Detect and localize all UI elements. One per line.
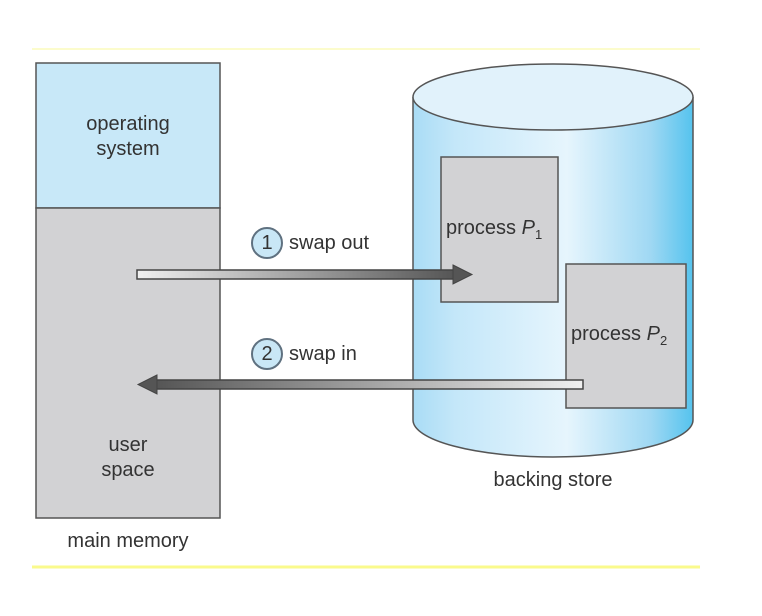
process-p2-text: process [571, 323, 642, 345]
os-label-line1: operating [86, 113, 170, 135]
os-label: operating system [36, 112, 220, 162]
process-p1-text: process [446, 217, 517, 239]
step-2-label: swap in [289, 342, 357, 365]
process-p2-subscript: 2 [659, 333, 668, 348]
backing-store-caption: backing store [493, 469, 613, 491]
step-swap-out: 1 swap out [251, 227, 369, 259]
cylinder-top [412, 63, 694, 131]
user-space-line1: user [108, 434, 148, 456]
step-1-circle: 1 [251, 227, 283, 259]
process-p2-name: P [646, 323, 660, 345]
process-p2-label: process P2 [571, 323, 667, 348]
swap-out-arrow [136, 264, 474, 285]
step-2-circle: 2 [251, 338, 283, 370]
user-space-line2: space [101, 459, 155, 481]
process-p1-label: process P1 [446, 217, 542, 242]
os-label-line2: system [96, 138, 160, 160]
swap-in-arrow [136, 374, 584, 395]
process-p1-name: P [521, 217, 535, 239]
process-p1-box [440, 156, 559, 303]
step-1-label: swap out [289, 231, 370, 254]
os-region [35, 62, 221, 209]
process-p2-box [565, 263, 687, 409]
user-space-region [35, 207, 221, 519]
step-swap-in: 2 swap in [251, 338, 357, 370]
main-memory-caption: main memory [67, 530, 189, 552]
user-space-label: user space [36, 433, 220, 483]
process-p1-subscript: 1 [534, 227, 543, 242]
